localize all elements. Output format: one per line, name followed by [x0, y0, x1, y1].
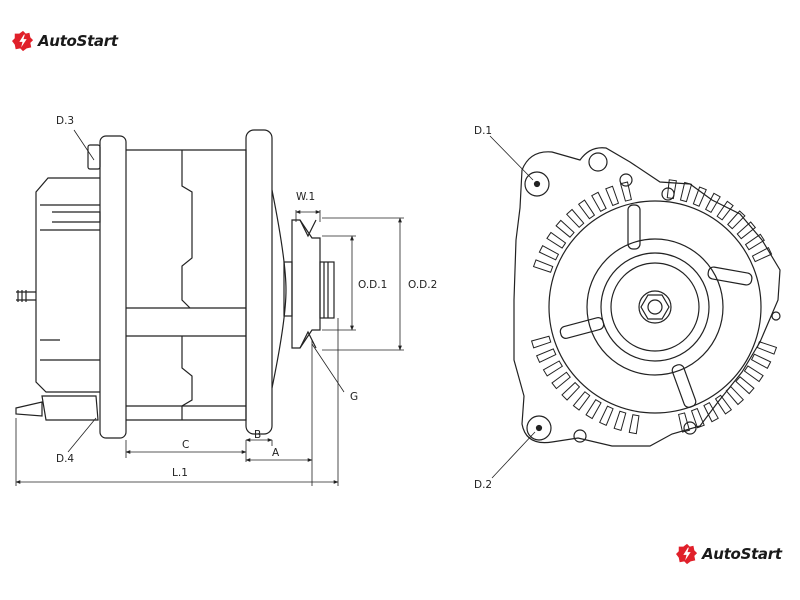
cooling-slot [613, 410, 627, 432]
terminal-stud-top [16, 290, 36, 302]
mount-lug-top [87, 144, 101, 170]
cooling-slot [736, 221, 757, 240]
label-od1: O.D.1 [358, 279, 387, 291]
cooling-slot [751, 247, 773, 263]
front-view-leaders [489, 135, 536, 479]
mount-hole-d2 [526, 415, 552, 441]
cooling-slot [546, 231, 567, 249]
front-flange-left [99, 135, 127, 439]
cooling-slot [585, 398, 602, 420]
label-d2: D.2 [474, 479, 492, 491]
cooling-slot [628, 414, 640, 435]
brand-logo-top: AutoStart [12, 30, 118, 52]
gear-bolt-icon [676, 543, 698, 565]
stator-body [126, 149, 247, 421]
cooling-slot [750, 353, 772, 369]
cooling-slot [744, 233, 765, 251]
front-housing-outline [513, 147, 781, 447]
cooling-slot [666, 179, 677, 200]
small-hole [573, 429, 587, 443]
cooling-slot [572, 391, 591, 411]
small-hole [771, 311, 781, 321]
label-w1: W.1 [296, 191, 315, 203]
rotor-outer-ring [548, 200, 762, 414]
side-view-labels: D.3 D.4 W.1 O.D.1 O.D.2 G C B A L.1 [56, 115, 437, 479]
cooling-slot [679, 181, 693, 203]
label-c: C [182, 439, 189, 451]
front-view [513, 147, 781, 447]
cooling-slot [551, 371, 571, 390]
cooling-slot [566, 208, 585, 229]
cooling-slots [530, 179, 778, 435]
cooling-slot [555, 219, 575, 238]
dimension-lines [15, 129, 404, 486]
pulley-groove [610, 262, 700, 352]
shaft-nut [640, 294, 670, 320]
side-view [15, 129, 404, 486]
cooling-slot [735, 376, 755, 395]
pulley-hub [319, 261, 335, 319]
cooling-slot [535, 348, 557, 363]
cooling-slot [591, 191, 607, 213]
rotor-inner-ring [586, 238, 724, 376]
label-d3: D.3 [56, 115, 74, 127]
label-od2: O.D.2 [408, 279, 437, 291]
cooling-slot [714, 394, 733, 415]
label-d4: D.4 [56, 453, 74, 465]
label-d1: D.1 [474, 125, 492, 137]
cooling-slot [690, 407, 705, 429]
label-b: B [254, 429, 261, 441]
shaft [647, 299, 663, 315]
cooling-slot [530, 335, 552, 349]
stator-step [181, 150, 193, 420]
rear-housing-detail [40, 204, 100, 361]
small-hole [588, 152, 608, 172]
front-view-labels: D.1 D.2 [474, 125, 492, 491]
small-hole [683, 421, 697, 435]
cooling-slot [703, 401, 719, 423]
cooling-slot [532, 259, 554, 273]
cooling-slot [727, 210, 746, 230]
gear-bolt-icon [12, 30, 34, 52]
stator-band-top [126, 307, 246, 337]
cooling-slot [619, 181, 632, 202]
mount-hole-d1 [524, 171, 550, 197]
cooling-slot [542, 360, 564, 377]
pulley-hub-thread [323, 262, 329, 318]
brand-name: AutoStart [702, 545, 782, 563]
cooling-slot [743, 365, 764, 383]
rear-housing-slot [52, 211, 101, 223]
pulley [291, 219, 321, 349]
label-l1: L.1 [172, 467, 188, 479]
small-hole [619, 173, 633, 187]
rear-housing [35, 177, 100, 393]
cooling-slot [605, 185, 620, 207]
cooling-slot [599, 405, 614, 427]
cooling-slot [716, 200, 734, 221]
pulley-groove [299, 219, 317, 349]
front-flange-right [245, 129, 273, 435]
front-cover [271, 189, 287, 389]
cooling-slot [704, 192, 721, 213]
cooling-slot [725, 385, 744, 406]
cooling-slot [692, 186, 707, 207]
label-g: G [350, 391, 358, 403]
shaft-washer [638, 290, 672, 324]
terminal-plug [41, 395, 99, 421]
cooling-slot [561, 381, 581, 401]
brand-logo-bottom: AutoStart [676, 543, 782, 565]
label-a: A [272, 447, 280, 459]
cooling-slot [678, 412, 691, 433]
brand-name: AutoStart [38, 32, 118, 50]
cooling-slot [538, 245, 560, 261]
pulley-outer [600, 252, 710, 362]
cooling-slot [756, 341, 778, 355]
fan-spokes [559, 204, 753, 408]
cooling-slot [577, 199, 596, 220]
terminal-connector [15, 401, 43, 417]
